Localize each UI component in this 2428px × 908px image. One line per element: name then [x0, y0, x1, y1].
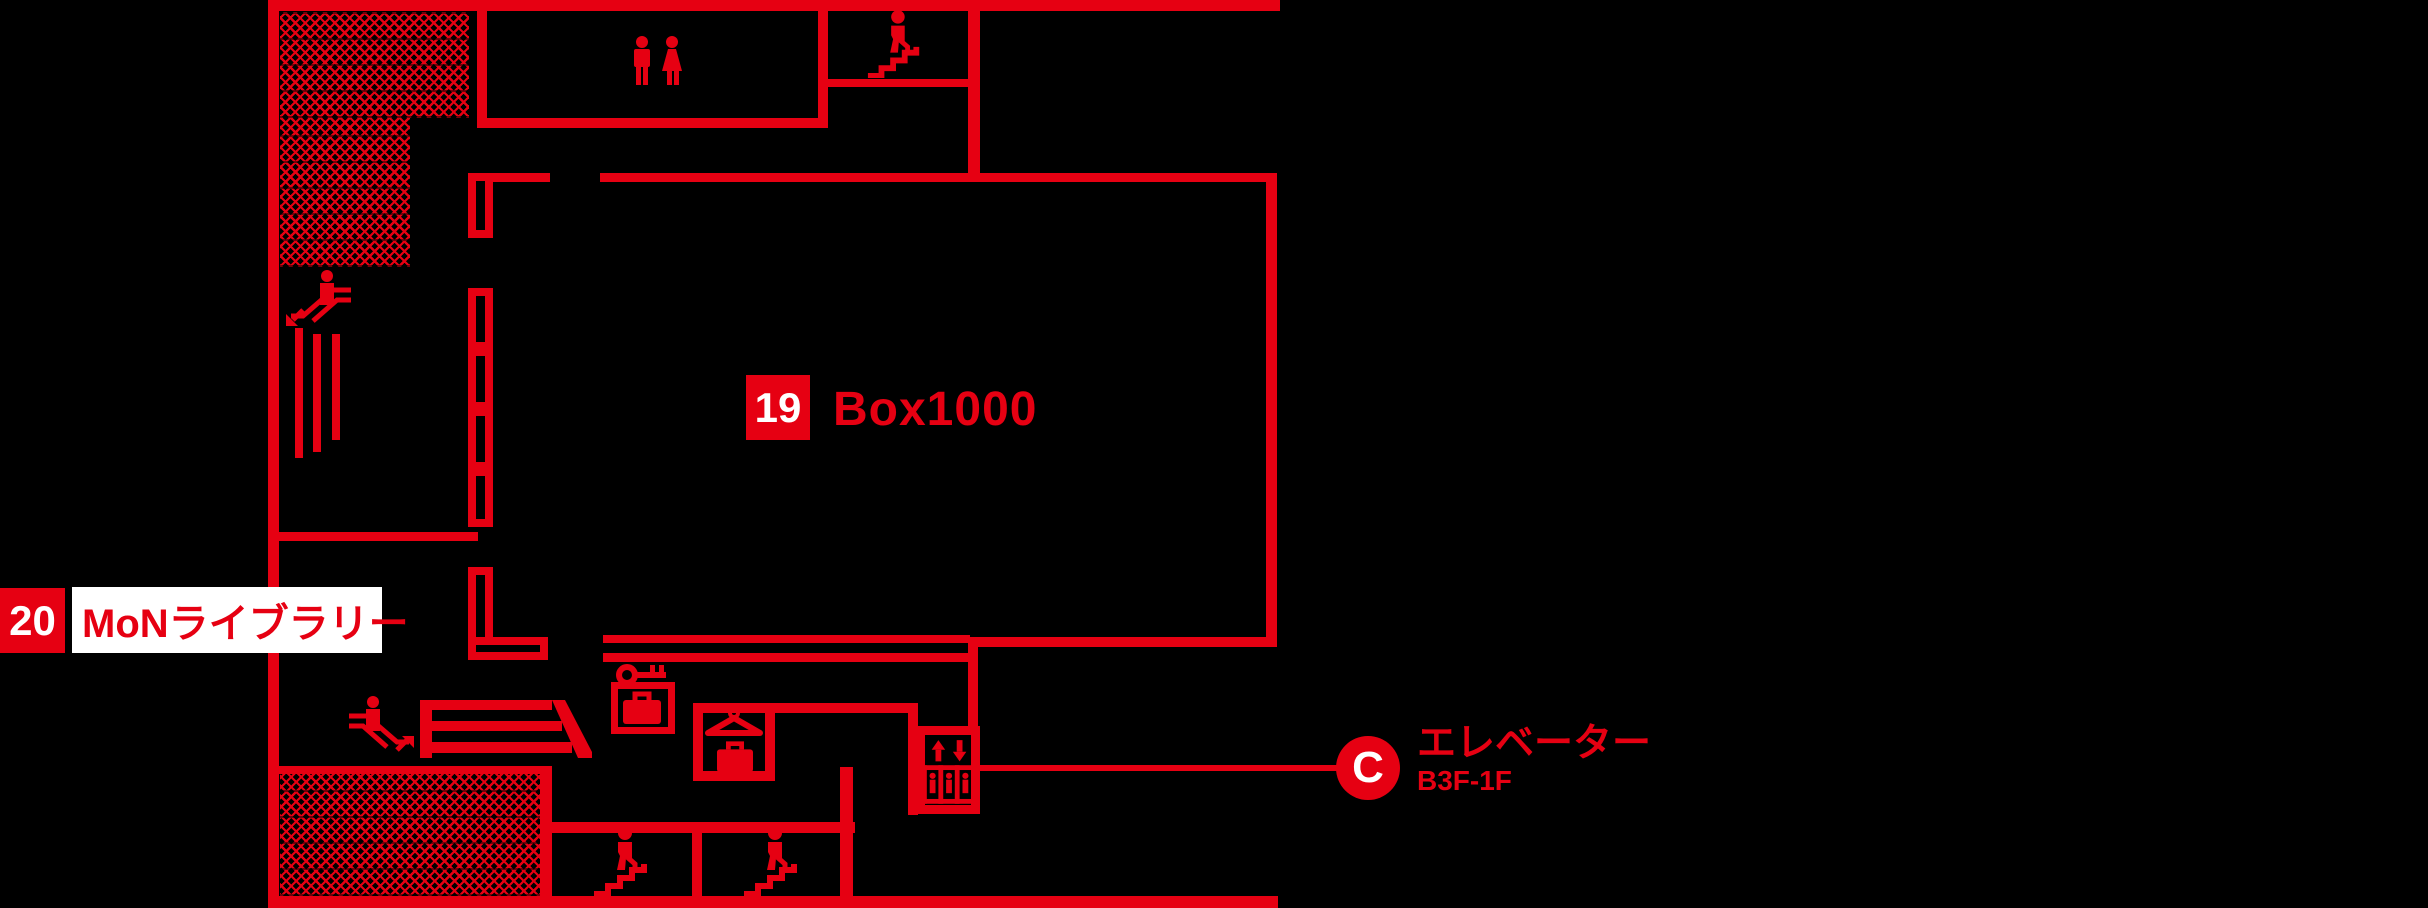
- room19-number: 19: [754, 383, 802, 431]
- wall-box1000-left-seg3: [468, 348, 493, 410]
- wall-outer-bottom: [268, 896, 1278, 908]
- wall-box1000-corner-arm: [468, 637, 548, 660]
- room20-name: MoNライブラリー: [82, 602, 409, 646]
- elevator-icon: [922, 738, 976, 809]
- wall-hatch-bottom-top: [278, 766, 552, 774]
- elevator-callout-title: エレベーター: [1417, 722, 1652, 765]
- wall-box1000-right: [1266, 173, 1277, 647]
- room20-label: MoNライブラリー: [72, 587, 409, 653]
- room20-number: 20: [9, 596, 56, 644]
- wall-box1000-left-seg4: [468, 408, 493, 470]
- escalator-down-icon: [283, 268, 355, 335]
- escalator-rail-2: [313, 334, 321, 452]
- wall-box1000-top-left: [468, 173, 550, 182]
- wall-bottom-divider: [692, 822, 702, 908]
- wall-hatch-bottom-right: [540, 766, 552, 908]
- room19-name: Box1000: [833, 383, 1038, 436]
- wall-box1000-bottom-right: [978, 637, 1276, 647]
- callout-leader-line: [978, 765, 1337, 771]
- hanger-icon: [705, 707, 763, 744]
- stairs-icon: [592, 824, 654, 901]
- wall-corridor-upper: [603, 635, 970, 643]
- wall-box1000-left-seg5: [468, 468, 493, 527]
- elevator-callout-floors: B3F-1F: [1417, 765, 1512, 796]
- wall-box1000-left-seg2: [468, 288, 493, 350]
- hatched-area-bottom: [280, 774, 540, 896]
- wall-restroom-bottom: [477, 118, 828, 128]
- escalator-rail-3: [332, 334, 340, 440]
- elevator-callout-badge: C: [1336, 736, 1400, 800]
- hatched-area-top-wide: [280, 12, 469, 118]
- room19-number-badge: 19: [746, 375, 810, 440]
- stairs-icon: [866, 8, 926, 83]
- room20-number-badge: 20: [0, 588, 65, 653]
- wall-corridor-lower: [603, 653, 970, 662]
- restroom-icon: [630, 35, 688, 96]
- briefcase-icon: [717, 739, 753, 778]
- wide-stairs-icon: [420, 700, 594, 763]
- elevator-callout-text: エレベーター B3F-1F: [1417, 723, 1651, 797]
- elevator-callout-letter: C: [1352, 743, 1384, 792]
- wall-box1000-left-seg1: [468, 173, 493, 238]
- wall-stairroom-bottom: [828, 79, 970, 87]
- wall-left-mid: [278, 532, 478, 541]
- wall-elevator-left: [908, 703, 918, 815]
- wall-restroom-right: [818, 10, 828, 128]
- wall-stub-x970: [968, 637, 978, 740]
- wall-cloak-top-ext: [775, 703, 918, 713]
- hatched-area-top-narrow: [280, 118, 410, 267]
- wall-outer-left: [268, 0, 279, 908]
- stairs-icon: [742, 824, 804, 901]
- wall-bottom-right: [840, 767, 853, 908]
- escalator-up-icon: [345, 694, 417, 763]
- wall-outer-top: [268, 0, 1280, 11]
- escalator-rail-1: [295, 328, 303, 458]
- wall-restroom-left: [477, 10, 487, 128]
- wall-box1000-top-main: [600, 173, 1276, 182]
- wall-stairroom-right: [968, 10, 980, 182]
- briefcase-locker-icon: [611, 682, 675, 734]
